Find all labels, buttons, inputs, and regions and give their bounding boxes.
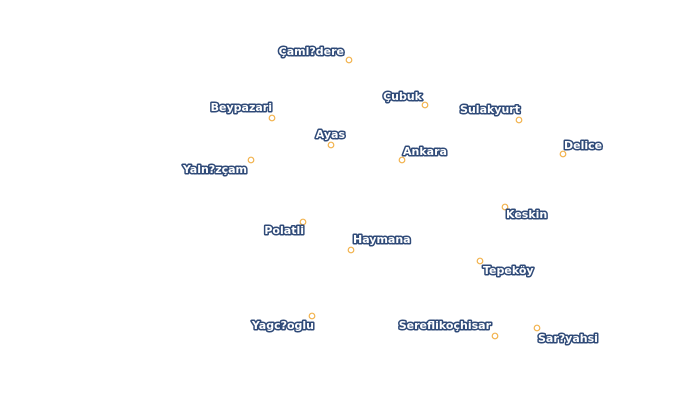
town-sar-yahsi[interactable]: Sar?yahsi [533, 324, 599, 347]
town-caml-dere[interactable]: Çaml?dere [277, 44, 353, 64]
town-marker-sereflikochisar[interactable] [491, 332, 499, 340]
town-marker-delice[interactable] [559, 150, 567, 158]
town-marker-polatli[interactable] [299, 218, 307, 226]
town-label-beypazari: Beypazari [211, 101, 272, 114]
town-marker-caml-dere[interactable] [345, 56, 353, 64]
town-polatli[interactable]: Polatli [263, 218, 307, 239]
town-keskin[interactable]: Keskin [501, 203, 549, 223]
town-marker-ayas[interactable] [327, 141, 335, 149]
town-label-yagc-oglu: Yagc?oglu [251, 319, 314, 332]
town-beypazari[interactable]: Beypazari [209, 100, 276, 122]
town-label-cubuk: Çubuk [383, 90, 423, 103]
town-yaln-zcam[interactable]: Yaln?zçam [180, 156, 255, 178]
town-label-sulakyurt: Sulakyurt [460, 103, 520, 116]
town-marker-keskin[interactable] [501, 203, 509, 211]
town-ankara[interactable]: Ankara [398, 144, 448, 164]
town-yagc-oglu[interactable]: Yagc?oglu [249, 312, 316, 334]
town-tepekoy[interactable]: Tepeköy [476, 257, 535, 279]
town-sulakyurt[interactable]: Sulakyurt [459, 102, 523, 124]
town-ayas[interactable]: Ayas [314, 127, 347, 149]
town-label-yaln-zcam: Yaln?zçam [182, 163, 247, 176]
town-marker-tepekoy[interactable] [476, 257, 484, 265]
town-label-sar-yahsi: Sar?yahsi [538, 332, 598, 345]
town-marker-haymana[interactable] [347, 246, 355, 254]
town-marker-cubuk[interactable] [421, 101, 429, 109]
town-label-ankara: Ankara [403, 145, 447, 158]
town-marker-sulakyurt[interactable] [515, 116, 523, 124]
town-label-keskin: Keskin [506, 208, 547, 221]
town-haymana[interactable]: Haymana [347, 232, 412, 254]
town-cubuk[interactable]: Çubuk [382, 89, 429, 109]
town-marker-ankara[interactable] [398, 156, 406, 164]
town-label-caml-dere: Çaml?dere [279, 45, 344, 58]
town-label-ayas: Ayas [316, 128, 346, 141]
town-label-tepekoy: Tepeköy [483, 264, 534, 277]
town-delice[interactable]: Delice [559, 138, 604, 158]
town-sereflikochisar[interactable]: Sereflikoçhisar [397, 318, 499, 340]
town-marker-beypazari[interactable] [268, 114, 276, 122]
town-marker-yagc-oglu[interactable] [308, 312, 316, 320]
town-label-sereflikochisar: Sereflikoçhisar [399, 319, 492, 332]
town-label-delice: Delice [564, 139, 602, 152]
town-marker-yaln-zcam[interactable] [247, 156, 255, 164]
town-label-polatli: Polatli [264, 224, 304, 237]
town-marker-sar-yahsi[interactable] [533, 324, 541, 332]
town-label-haymana: Haymana [353, 233, 411, 246]
